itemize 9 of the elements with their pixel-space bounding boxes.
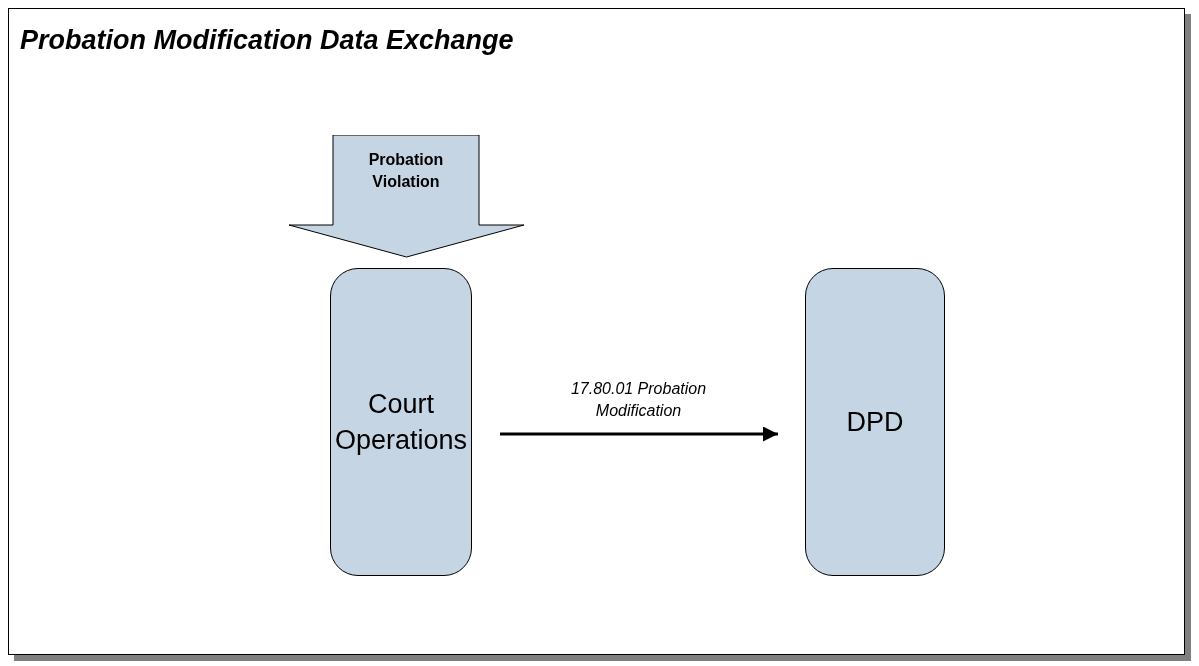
box-label: Court Operations xyxy=(333,388,469,457)
title: Probation Modification Data Exchange xyxy=(20,24,514,57)
block-arrow xyxy=(288,135,525,258)
process-box xyxy=(330,268,472,576)
arrow-label: Probation Violation xyxy=(367,150,445,192)
box-label: DPD xyxy=(845,406,905,439)
process-box xyxy=(805,268,945,576)
edge-label: 17.80.01 Probation Modification xyxy=(569,379,708,421)
arrow xyxy=(500,426,778,442)
